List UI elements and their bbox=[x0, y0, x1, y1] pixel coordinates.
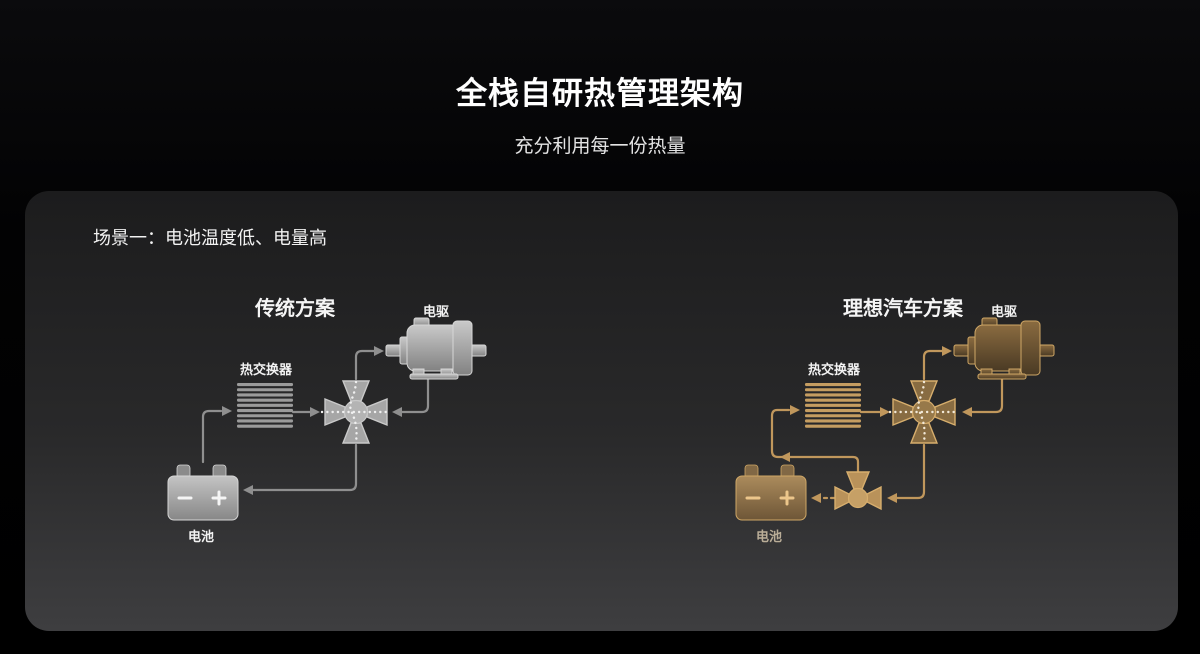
page-title: 全栈自研热管理架构 bbox=[456, 76, 744, 111]
page-subtitle: 充分利用每一份热量 bbox=[514, 136, 686, 157]
heat-exchanger-label: 热交换器 bbox=[239, 362, 292, 377]
flow-arrow bbox=[880, 407, 890, 417]
heat-exchanger-label: 热交换器 bbox=[807, 362, 860, 377]
plus-sign bbox=[779, 490, 795, 506]
battery-icon bbox=[735, 464, 807, 521]
flow-arrow bbox=[780, 452, 790, 462]
motor-label: 电驱 bbox=[422, 304, 449, 319]
valve-flow-dots bbox=[917, 380, 926, 444]
motor-icon bbox=[953, 317, 1055, 380]
flow-arrow bbox=[222, 406, 232, 416]
heat-exchanger-icon bbox=[805, 383, 861, 428]
four-way-valve-icon bbox=[888, 380, 960, 444]
battery-label: 电池 bbox=[755, 529, 782, 544]
flow-lines bbox=[770, 346, 1004, 503]
flow-arrow bbox=[392, 407, 402, 417]
flow-arrow bbox=[811, 493, 821, 503]
flow-arrow bbox=[942, 346, 952, 356]
heat-exchanger-icon bbox=[237, 383, 293, 428]
battery-icon bbox=[167, 464, 239, 521]
flow-arrow bbox=[790, 405, 800, 415]
four-way-valve-icon bbox=[320, 380, 392, 444]
motor-icon bbox=[385, 317, 487, 380]
three-way-valve-icon bbox=[834, 471, 882, 511]
battery-label: 电池 bbox=[187, 529, 214, 544]
flow-arrow bbox=[374, 346, 384, 356]
liauto-heading: 理想汽车方案 bbox=[843, 298, 963, 320]
scenario-label: 场景一：电池温度低、电量高 bbox=[93, 228, 327, 248]
flow-arrow bbox=[887, 493, 897, 503]
traditional-diagram: 传统方案 电驱 热交换器 电池 bbox=[150, 280, 590, 580]
plus-sign bbox=[211, 490, 227, 506]
liauto-diagram: 理想汽车方案 电驱 热交换器 电池 bbox=[718, 280, 1158, 580]
flow-arrow bbox=[962, 407, 972, 417]
traditional-scheme-graphic bbox=[167, 317, 487, 521]
traditional-heading: 传统方案 bbox=[255, 298, 335, 320]
flow-lines bbox=[201, 346, 430, 495]
flow-arrow bbox=[310, 407, 320, 417]
flow-arrow bbox=[243, 485, 253, 495]
liauto-scheme-graphic bbox=[735, 317, 1055, 521]
valve-flow-dots bbox=[349, 380, 358, 444]
motor-label: 电驱 bbox=[990, 304, 1017, 319]
scenario-panel: 场景一：电池温度低、电量高 传统方案 电驱 热交换器 电池 bbox=[25, 191, 1178, 631]
